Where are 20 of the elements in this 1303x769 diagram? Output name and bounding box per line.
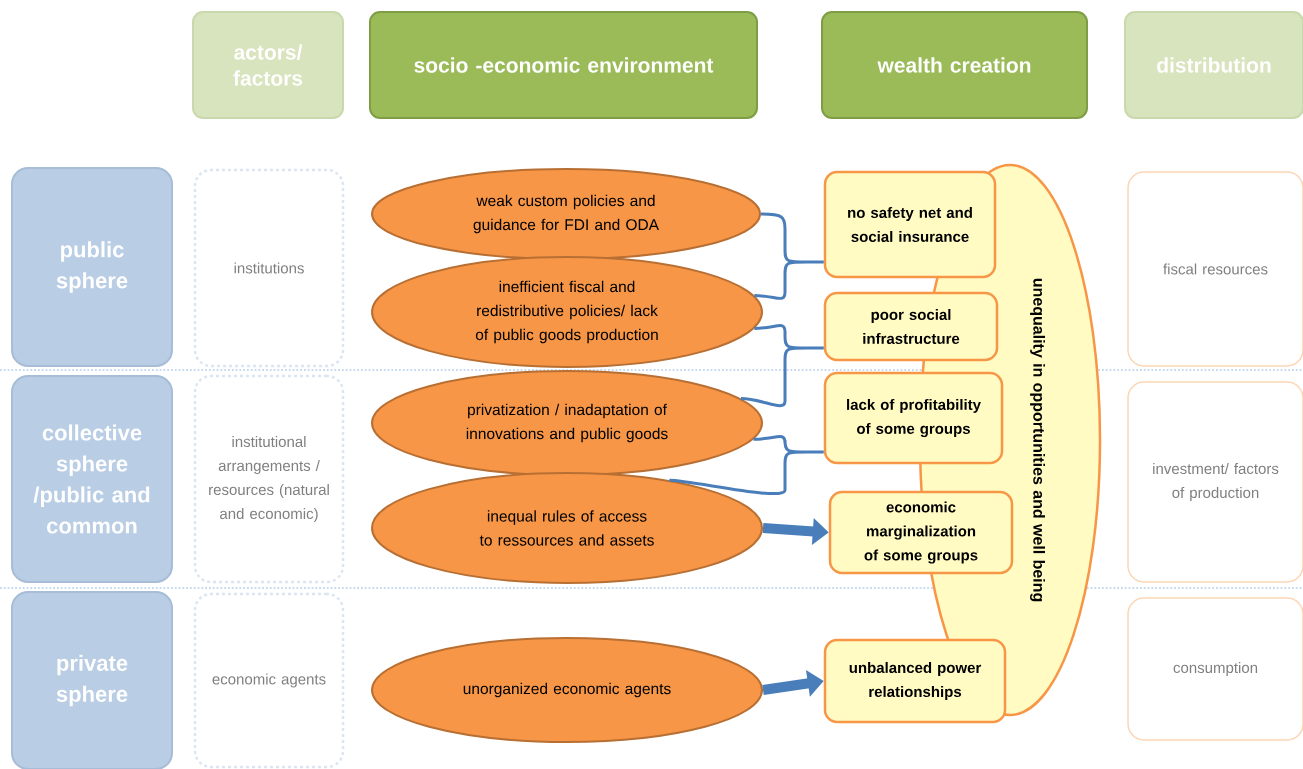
category-box: institutions	[193, 168, 345, 368]
column-header: socio -economic environment	[369, 11, 758, 119]
curly-brace	[740, 324, 826, 408]
row-header: public sphere	[11, 167, 173, 367]
row-header: private sphere	[11, 591, 173, 769]
column-header: wealth creation	[821, 11, 1088, 119]
column-header: actors/ factors	[192, 11, 344, 119]
curly-brace	[754, 212, 826, 300]
category-box: investment/ factors of production	[1127, 381, 1303, 583]
effect-box: no safety net and social insurance	[823, 170, 997, 279]
effect-box: unbalanced power relationships	[823, 638, 1007, 724]
effect-box: lack of profitability of some groups	[823, 371, 1004, 465]
column-header: distribution	[1124, 11, 1303, 119]
effect-box: economic marginalization of some groups	[828, 490, 1014, 575]
category-box: institutional arrangements / resources (natural and economic)	[193, 374, 345, 584]
category-box: fiscal resources	[1127, 171, 1303, 367]
effect-box: poor social infrastructure	[823, 291, 999, 362]
category-box: consumption	[1127, 597, 1303, 741]
category-box: economic agents	[193, 592, 345, 769]
row-header: collective sphere /public and common	[11, 375, 173, 583]
